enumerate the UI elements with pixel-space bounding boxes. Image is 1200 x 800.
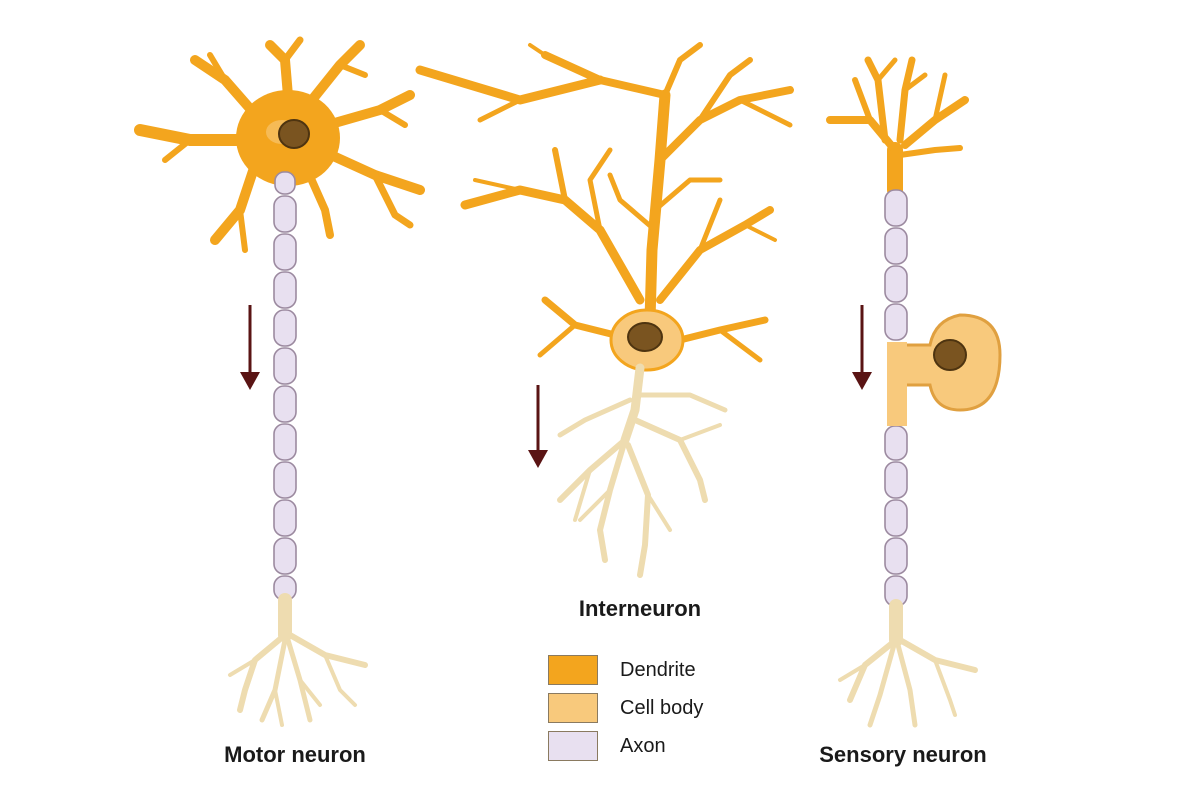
legend-label-cell-body: Cell body [620, 696, 704, 719]
motor-nucleus [278, 119, 310, 149]
sensory-arrow-head [852, 372, 872, 390]
legend-swatch-axon [548, 731, 598, 761]
legend: Dendrite Cell body Axon [548, 651, 703, 765]
legend-swatch-cell-body [548, 693, 598, 723]
interneuron [415, 42, 794, 578]
interneuron-nucleus [627, 322, 663, 352]
legend-item-dendrite: Dendrite [548, 651, 703, 689]
interneuron-axon [557, 363, 728, 578]
motor-neuron [134, 36, 425, 727]
sensory-neuron-label: Sensory neuron [819, 742, 987, 767]
legend-label-axon: Axon [620, 734, 666, 757]
sensory-dendrites [826, 56, 969, 198]
motor-axon-terminal [228, 593, 368, 727]
sensory-neuron [826, 56, 1002, 728]
legend-item-axon: Axon [548, 727, 703, 765]
legend-swatch-dendrite [548, 655, 598, 685]
motor-neuron-label: Motor neuron [224, 742, 366, 767]
sensory-axon-terminal [838, 599, 978, 728]
legend-label-dendrite: Dendrite [620, 658, 696, 681]
interneuron-arrow-head [528, 450, 548, 468]
motor-arrow-head [240, 372, 260, 390]
sensory-axon [884, 189, 908, 607]
motor-axon [273, 171, 297, 601]
sensory-nucleus [933, 339, 967, 371]
interneuron-dendrites [415, 42, 794, 363]
interneuron-label: Interneuron [578, 596, 702, 621]
legend-item-cell-body: Cell body [548, 689, 703, 727]
sensory-stalk-join [887, 342, 907, 426]
